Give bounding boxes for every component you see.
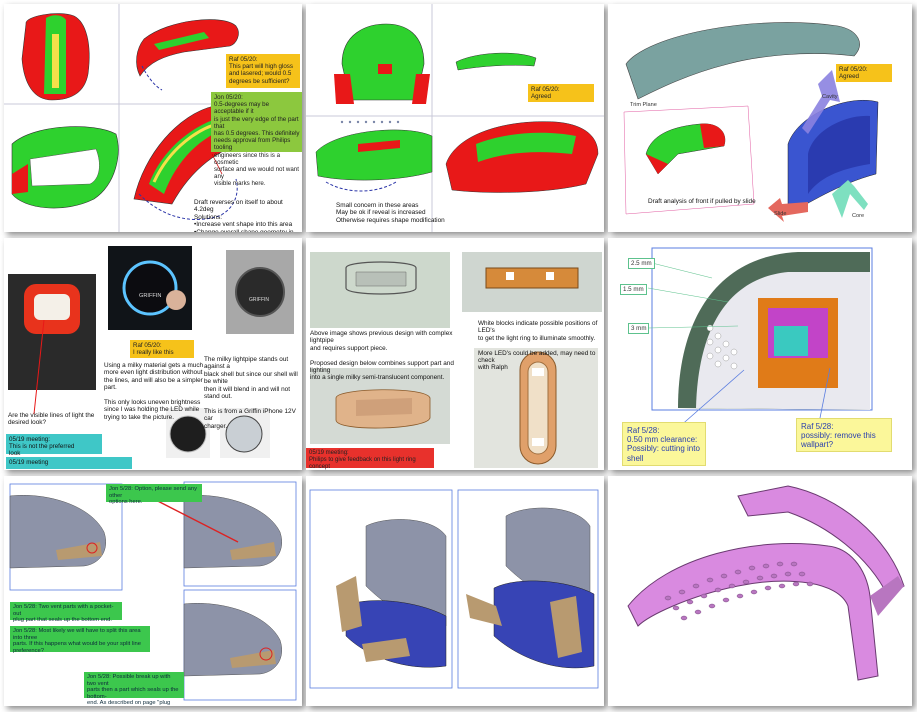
dimension-label-1-5mm: 1.5 mm bbox=[620, 284, 647, 295]
draft-solutions-note: Draft reverses on itself to about 4.2deg… bbox=[194, 199, 294, 232]
jon-split-note: Jon 5/28: Most likely we will have to sp… bbox=[10, 626, 150, 654]
panel-clearance-section: 2.5 mm 1.5 mm 3 mm Raf 5/28: 0.50 mm cle… bbox=[608, 238, 912, 470]
milky-material-note: Using a milky material gets a much more … bbox=[104, 362, 204, 421]
panel-slide-analysis: Raf 05/20: Agreed Cavity Slide Core Trim… bbox=[608, 4, 912, 232]
vent-split-views bbox=[9, 481, 297, 701]
draft-analysis-views bbox=[4, 4, 302, 232]
raf-agreed-note: Raf 05/20: Agreed bbox=[528, 84, 594, 102]
draft-analysis-rear-views bbox=[306, 4, 604, 232]
raf-agreed-note: Raf 05/20: Agreed bbox=[836, 64, 892, 82]
panel-vent-part-render bbox=[608, 476, 912, 706]
panel-light-ring-concept: Above image shows previous design with c… bbox=[306, 238, 604, 470]
raf-clearance-note: Raf 5/28: 0.50 mm clearance: Possibly: c… bbox=[622, 422, 706, 466]
vent-part-render bbox=[627, 485, 905, 681]
cavity-label: Cavity bbox=[822, 94, 838, 100]
raf-sticky-note: Raf 05/20: This part will high gloss and… bbox=[226, 54, 300, 88]
section-view bbox=[647, 247, 873, 429]
panel-light-lines: GRIFFIN GRIFFIN Are the visible lines of… bbox=[4, 238, 302, 470]
dimension-label-2-5mm: 2.5 mm bbox=[628, 258, 655, 269]
meeting-note-preferred: 05/19 meeting: This is not the preferred… bbox=[6, 434, 102, 457]
previous-design-note: Above image shows previous design with c… bbox=[310, 330, 454, 382]
lightpipe-note: The milky lightpipe stands out against a… bbox=[204, 356, 298, 430]
jon-options-note: Jon 5/28: Option, please send any other … bbox=[106, 484, 202, 505]
slide-label: Slide bbox=[774, 211, 787, 217]
exploded-cad-views bbox=[309, 489, 599, 689]
light-photos bbox=[8, 246, 294, 458]
slide-analysis-view bbox=[623, 22, 879, 222]
slide-caption: Draft analysis of front if pulled by sli… bbox=[648, 198, 756, 205]
small-concern-note: Small concern in these areas May be ok i… bbox=[336, 202, 445, 224]
visible-lines-question: Are the visible lines of light the desir… bbox=[8, 412, 95, 427]
meeting-note-2: 05/19 meeting bbox=[6, 457, 132, 469]
raf-wallpart-note: Raf 5/28: possibly: remove this wallpart… bbox=[796, 418, 892, 452]
griffin-brand-text-2: GRIFFIN bbox=[249, 297, 269, 303]
jon-sticky-note: Jon 05/20: 0.5-degrees may be acceptable… bbox=[211, 92, 302, 187]
griffin-brand-text: GRIFFIN bbox=[139, 293, 162, 299]
panel-draft-analysis-front: Raf 05/20: This part will high gloss and… bbox=[4, 4, 302, 232]
meeting-feedback-note: 05/19 meeting: Philips to give feedback … bbox=[306, 448, 434, 470]
panel-vent-split: Jon 5/28: Option, please send any other … bbox=[4, 476, 302, 706]
panel-exploded-views bbox=[306, 476, 604, 706]
jon-two-vent-note: Jon 5/28: Two vent parts with a pocket-o… bbox=[10, 602, 122, 623]
jon-breakup-note: Jon 5/28: Possible break up with two ven… bbox=[84, 672, 184, 706]
panel-draft-analysis-rear: Raf 05/20: Agreed Small concern in these… bbox=[306, 4, 604, 232]
raf-like-note: Raf 05/20: I really like this bbox=[130, 340, 194, 358]
light-ring-cad-views bbox=[310, 252, 602, 468]
trim-plane-label: Trim Plane bbox=[630, 102, 657, 108]
white-blocks-note: White blocks indicate possible positions… bbox=[478, 320, 598, 372]
dimension-label-3mm: 3 mm bbox=[628, 323, 650, 334]
core-label: Core bbox=[852, 213, 865, 219]
